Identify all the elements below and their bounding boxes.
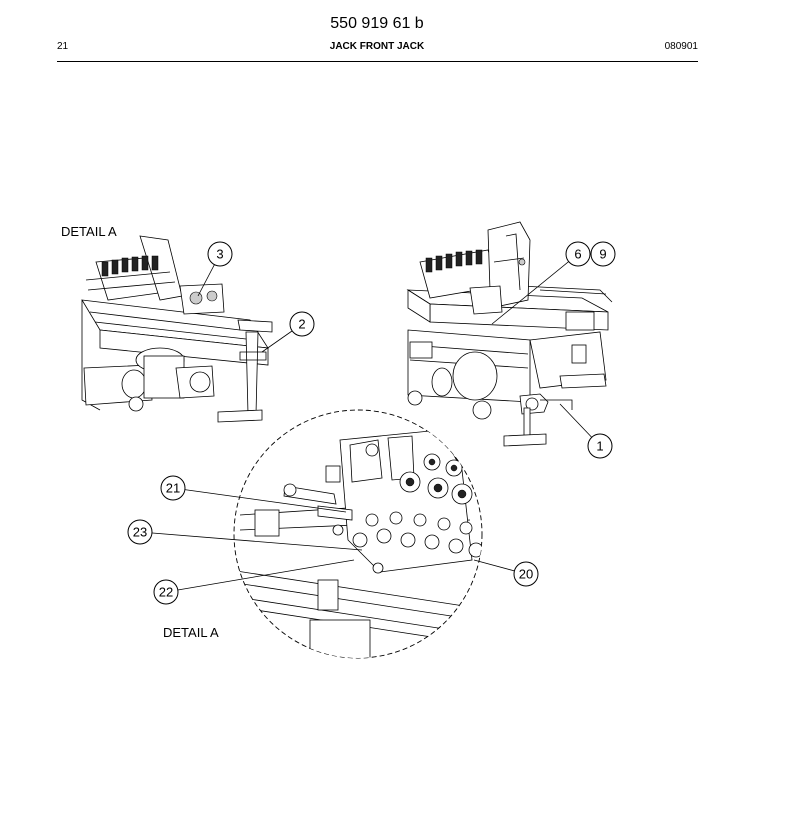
svg-text:21: 21: [166, 481, 180, 496]
detail-a-label-bottom: DETAIL A: [163, 625, 219, 640]
left-assembly-illustration: [81, 235, 273, 423]
callout-3: 3: [207, 241, 233, 267]
svg-text:6: 6: [574, 247, 581, 262]
right-assembly-illustration: [406, 221, 613, 447]
callout-9: 9: [590, 241, 616, 267]
callout-23: 23: [127, 519, 153, 545]
svg-text:9: 9: [599, 247, 606, 262]
date-code: 080901: [664, 41, 698, 52]
detail-a-magnified-view: [233, 409, 483, 659]
svg-text:23: 23: [133, 525, 147, 540]
svg-text:20: 20: [519, 567, 533, 582]
detail-a-label-top: DETAIL A: [61, 224, 117, 239]
document-number: 550 919 61 b: [330, 15, 424, 32]
callout-2: 2: [289, 311, 315, 337]
svg-text:2: 2: [298, 317, 305, 332]
callout-1: 1: [587, 433, 613, 459]
header-rule: [57, 61, 698, 62]
svg-text:3: 3: [216, 247, 223, 262]
leader-lines: [139, 253, 601, 593]
callout-20: 20: [513, 561, 539, 587]
callout-22: 22: [153, 579, 179, 605]
callout-6: 6: [565, 241, 591, 267]
svg-text:22: 22: [159, 585, 173, 600]
page-number: 21: [57, 41, 69, 52]
svg-text:1: 1: [596, 439, 603, 454]
callout-21: 21: [160, 475, 186, 501]
page-title: JACK FRONT JACK: [329, 41, 425, 52]
